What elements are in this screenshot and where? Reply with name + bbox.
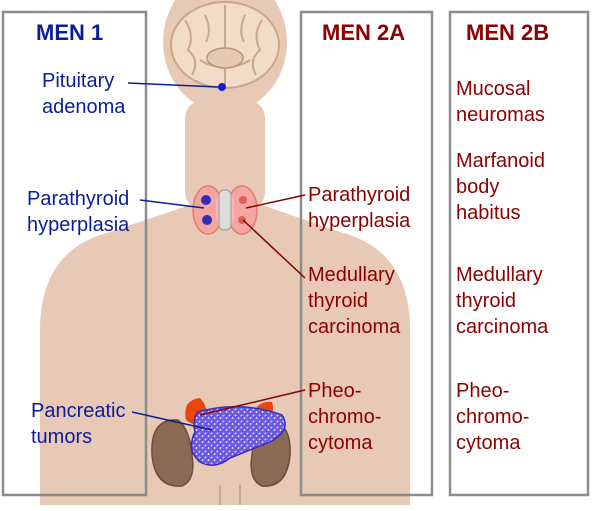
leader-pheo: [199, 389, 306, 416]
label-mucosal-neuromas: Mucosal neuromas: [456, 78, 545, 126]
men1-title: MEN 1: [36, 20, 104, 45]
men2b-title: MEN 2B: [466, 20, 550, 45]
label-pancreatic-tumors: Pancreatic tumors: [31, 400, 126, 448]
torso: [40, 205, 410, 505]
label-pheochromocytoma-men2b: Pheo- chromo- cytoma: [456, 380, 530, 454]
leader-parathyroid-men1: [139, 199, 205, 209]
panel-men1: [1, 10, 148, 497]
neck: [185, 100, 265, 210]
leader-pancreatic: [131, 411, 213, 431]
label-pituitary-adenoma: Pituitary adenoma: [42, 70, 126, 118]
leader-pituitary: [127, 82, 219, 88]
pituitary-gland: [218, 83, 226, 91]
label-marfanoid-body-habitus: Marfanoid body habitus: [456, 150, 545, 224]
label-medullary-thyroid-carcinoma-men2a: Medullary thyroid carcinoma: [308, 264, 401, 338]
label-pheochromocytoma-men2a: Pheo- chromo- cytoma: [308, 380, 382, 454]
panel-men2a: [299, 10, 434, 497]
parathyroid-left-upper: [201, 195, 211, 205]
men2a-title: MEN 2A: [322, 20, 406, 45]
label-parathyroid-hyperplasia-men2a: Parathyroid hyperplasia: [308, 184, 411, 232]
kidney-left: [151, 419, 194, 487]
abdomen-illustration: [151, 398, 291, 505]
brain-illustration: [170, 1, 280, 91]
pancreas: [190, 405, 286, 466]
label-medullary-thyroid-carcinoma-men2b: Medullary thyroid carcinoma: [456, 264, 549, 338]
thyroid-illustration: [192, 185, 258, 235]
parathyroid-left-lower: [202, 215, 212, 225]
label-parathyroid-hyperplasia-men1: Parathyroid hyperplasia: [27, 188, 130, 236]
panel-men2b: [448, 10, 590, 497]
leader-medullary: [242, 219, 306, 279]
leader-parathyroid-men2a: [245, 194, 306, 209]
